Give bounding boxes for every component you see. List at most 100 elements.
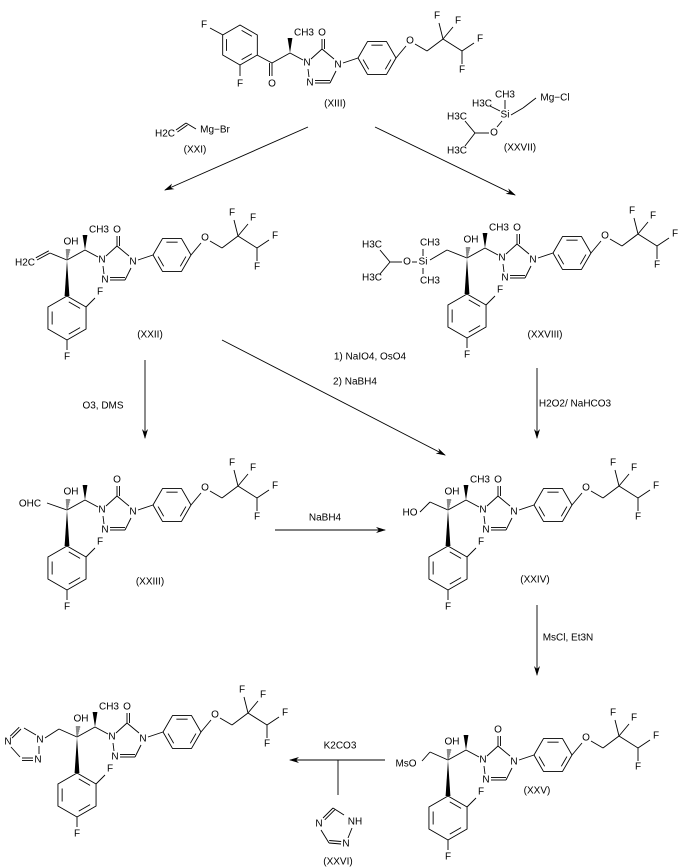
bond xyxy=(256,239,270,249)
triazole-double-bond xyxy=(328,842,342,845)
aromatic-bond xyxy=(449,801,462,809)
methyl-label: CH3 xyxy=(294,28,314,39)
bond xyxy=(209,27,224,36)
difluorophenyl-ring xyxy=(222,24,258,66)
triazole-double-bond xyxy=(322,807,334,819)
fluorine-label: F xyxy=(272,231,278,242)
bond xyxy=(84,499,99,508)
methyl-wedge-bond xyxy=(482,233,488,248)
bond xyxy=(243,696,249,714)
bond xyxy=(329,70,337,84)
bond xyxy=(44,728,60,739)
bond xyxy=(522,97,537,109)
nitrogen-label: N xyxy=(98,255,105,266)
bond xyxy=(320,829,330,844)
fluorine-label: F xyxy=(653,481,659,492)
condition-base: K2CO3 xyxy=(324,741,357,752)
bond xyxy=(656,237,670,247)
compound-label-xxi: (XXI) xyxy=(184,145,207,156)
difluorophenyl-ring xyxy=(447,293,487,339)
bond xyxy=(126,722,140,734)
bond xyxy=(112,742,115,752)
hydroxyl-label: HO xyxy=(403,508,418,519)
condition-oxidation-step2: 2) NaBH4 xyxy=(333,377,377,388)
nitrogen-label: N xyxy=(334,60,341,71)
vinyl-ch2-label: H2C xyxy=(155,129,175,140)
bond xyxy=(66,499,86,511)
aromatic-bond xyxy=(179,256,187,267)
nitrogen-label: N xyxy=(111,752,118,763)
fluorine-label: F xyxy=(464,350,470,361)
bond xyxy=(429,501,449,511)
ether-oxygen-label: O xyxy=(201,483,209,494)
fluorine-label: F xyxy=(254,262,260,273)
bond xyxy=(637,739,651,749)
ether-oxygen-label: O xyxy=(582,483,590,494)
bond xyxy=(76,726,96,738)
bond xyxy=(618,473,630,487)
condition-reduction: NaBH4 xyxy=(309,513,342,524)
methyl-wedge-bond xyxy=(82,235,88,250)
bond xyxy=(271,52,291,64)
oxygen-label: O xyxy=(513,223,521,234)
fluorine-label: F xyxy=(653,731,659,742)
methyl-label: CH3 xyxy=(89,225,109,236)
bond xyxy=(485,295,496,306)
bond xyxy=(618,735,639,749)
bond xyxy=(347,827,353,839)
aromatic-bond xyxy=(362,59,370,70)
aromatic-bond xyxy=(468,325,481,333)
magnesium-bromide-label: Mg−Br xyxy=(200,125,230,136)
bond xyxy=(321,48,335,60)
bond xyxy=(461,42,475,52)
aromatic-bond xyxy=(449,577,462,585)
fluorine-label: F xyxy=(672,229,678,240)
bond xyxy=(571,742,583,756)
bond xyxy=(609,238,623,247)
bond xyxy=(590,740,604,749)
methyl-label: CH3 xyxy=(489,223,509,234)
bond xyxy=(486,495,499,507)
fluorine-label: F xyxy=(229,208,235,219)
nitrogen-label: N xyxy=(498,253,505,264)
aryl-wedge-bond xyxy=(464,258,470,294)
bond xyxy=(524,265,532,279)
bond xyxy=(618,485,639,499)
fluorine-label: F xyxy=(64,352,70,363)
fluorine-label: F xyxy=(229,458,235,469)
bond xyxy=(446,249,468,259)
fluorine-label: F xyxy=(610,458,616,469)
aromatic-bond xyxy=(538,506,546,517)
bond xyxy=(518,754,535,761)
fluorine-label: F xyxy=(629,206,635,217)
bond xyxy=(614,469,620,487)
nitrogen-label: N xyxy=(303,58,310,69)
bond xyxy=(395,45,407,59)
bond xyxy=(200,719,212,733)
fluorine-label: F xyxy=(201,20,207,31)
bond xyxy=(84,249,99,258)
aromatic-bond xyxy=(241,53,253,61)
bond xyxy=(124,517,132,531)
bond xyxy=(590,240,602,254)
arrow-xiii-to-xxviii xyxy=(374,126,516,196)
fluorine-label: F xyxy=(434,11,440,22)
bond xyxy=(185,122,197,130)
methyl-label: CH3 xyxy=(495,90,515,101)
fluorine-label: F xyxy=(260,690,266,701)
oxygen-label: O xyxy=(403,257,411,268)
bond xyxy=(233,469,239,487)
fluorine-label: F xyxy=(282,708,288,719)
fluorine-label: F xyxy=(610,708,616,719)
fluorine-label: F xyxy=(477,34,483,45)
nitrogen-label: N xyxy=(98,505,105,516)
mesylate-label: MsO xyxy=(395,759,416,770)
aromatic-bond xyxy=(449,827,462,835)
bond xyxy=(442,26,454,40)
bond xyxy=(85,547,96,558)
oxygen-label: O xyxy=(318,28,326,39)
aromatic-bond xyxy=(579,254,587,265)
